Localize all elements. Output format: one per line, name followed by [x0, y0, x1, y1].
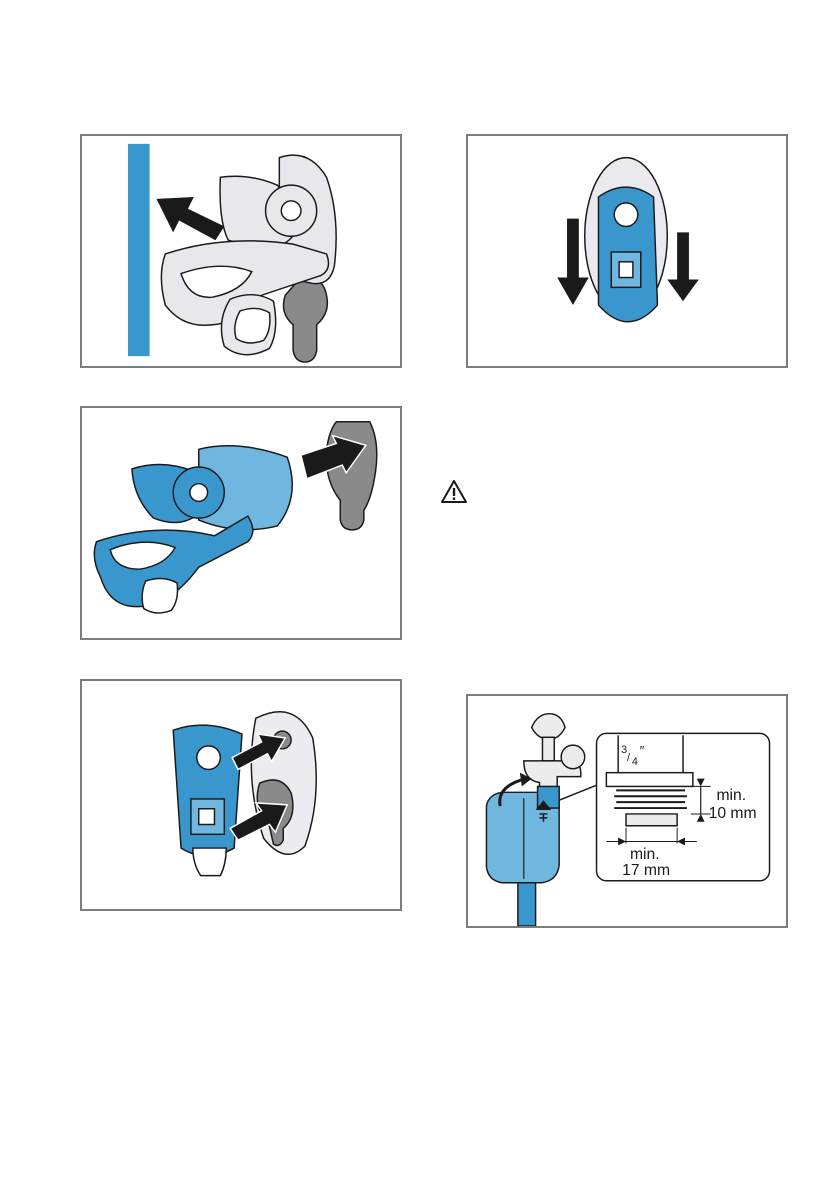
svg-text:/: / [627, 752, 630, 764]
tap-handle [532, 714, 565, 740]
min-depth-label-2: 10 mm [709, 805, 757, 822]
clip-hole [614, 203, 638, 227]
thread-size-den: 4 [632, 756, 638, 768]
keyhole-shape [283, 278, 327, 362]
bracket-opening-2 [235, 308, 270, 343]
min-width-label-1: min. [630, 846, 660, 863]
figure-tap-connection: 3 / 4 ″ min. 10 mm min. 17 mm [466, 694, 788, 928]
blue-strip [128, 144, 150, 356]
min-width-label-2: 17 mm [622, 862, 670, 879]
min-depth-label-1: min. [716, 787, 746, 804]
hook-insert-illustration [82, 408, 400, 638]
tap-connection-illustration: 3 / 4 ″ min. 10 mm min. 17 mm [468, 696, 786, 926]
warning-triangle-icon [441, 480, 467, 503]
arrow-down-icon [557, 219, 588, 305]
tap-thread [606, 773, 692, 787]
figure-attach-plate [80, 679, 402, 911]
arrow-down-icon [667, 232, 698, 301]
plate-attach-illustration [82, 681, 400, 909]
figure-press-down [466, 134, 788, 368]
thread-size-mark: ″ [640, 743, 645, 758]
figure-insert-hook [80, 406, 402, 640]
bracket-hole [281, 201, 301, 221]
plate-press-illustration [468, 136, 786, 366]
bracket-removal-illustration [82, 136, 400, 366]
arrow-left-icon [156, 197, 224, 240]
blue-clip [173, 725, 242, 856]
figure-remove-bracket [80, 134, 402, 368]
